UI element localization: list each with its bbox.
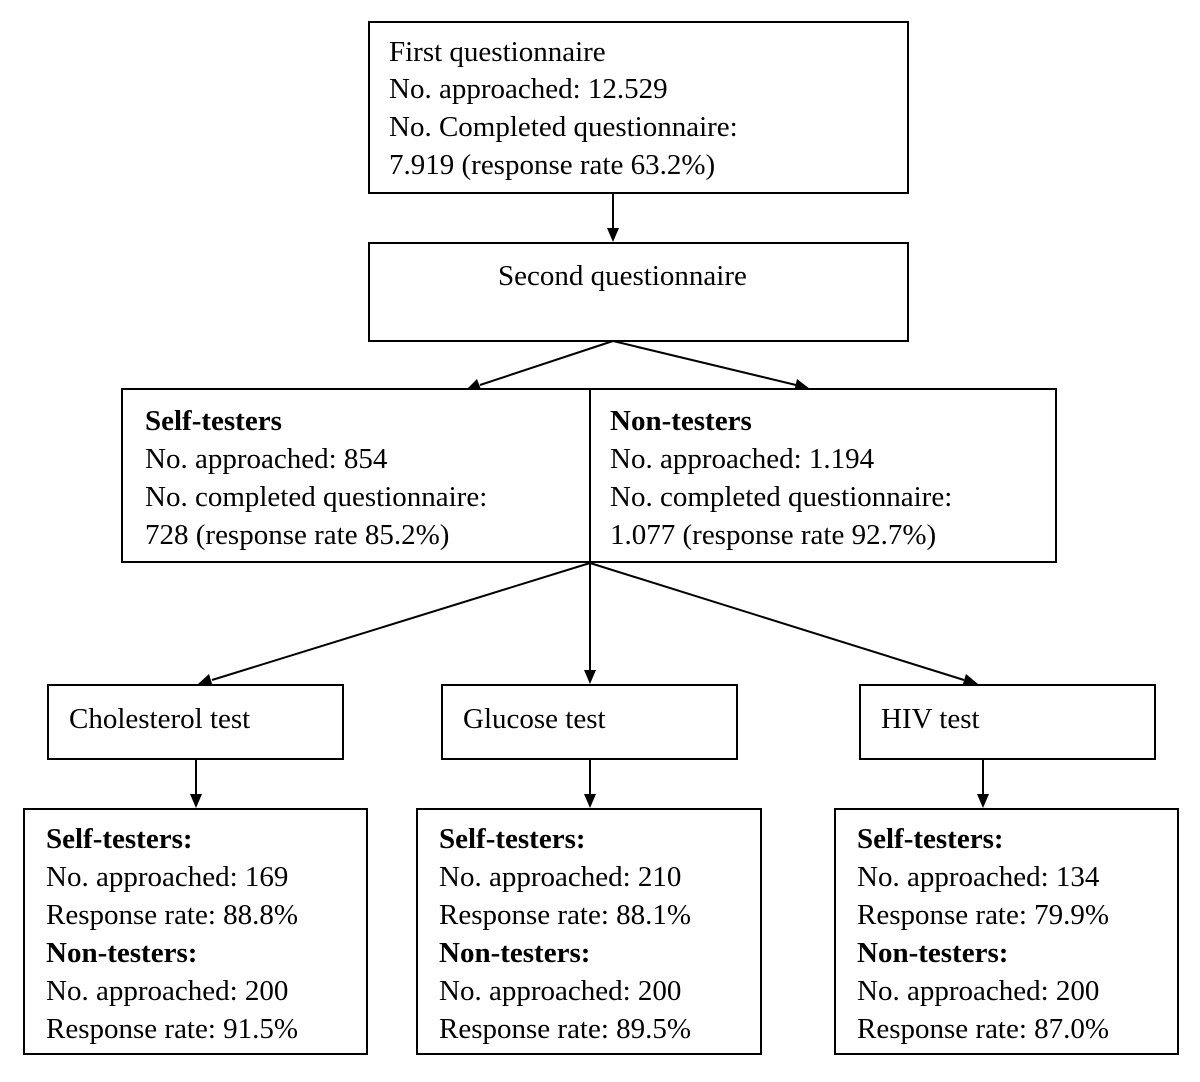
groups-box: Self-testers No. approached: 854 No. com…: [121, 388, 1057, 563]
first-questionnaire-title: First questionnaire: [389, 36, 606, 68]
glucose-test-box: Glucose test: [441, 684, 738, 760]
cholesterol-self-response: Response rate: 88.8%: [46, 899, 299, 931]
first-questionnaire-completed-label: No. Completed questionnaire:: [389, 111, 738, 143]
self-testers-approached: No. approached: 854: [145, 443, 388, 475]
cholesterol-test-label: Cholesterol test: [69, 703, 251, 735]
arrowhead: [190, 794, 202, 808]
glucose-self-response: Response rate: 88.1%: [439, 899, 692, 931]
glucose-self-testers-label: Self-testers:: [439, 823, 586, 855]
arrowhead: [198, 674, 213, 687]
self-testers-completed-label: No. completed questionnaire:: [145, 481, 488, 513]
cholesterol-results-box: Self-testers: No. approached: 169 Respon…: [23, 808, 368, 1055]
non-testers-completed-value: 1.077 (response rate 92.7%): [610, 519, 937, 551]
cholesterol-non-response: Response rate: 91.5%: [46, 1013, 299, 1045]
cholesterol-self-approached: No. approached: 169: [46, 861, 289, 893]
first-questionnaire-box: First questionnaire No. approached: 12.5…: [368, 21, 909, 194]
glucose-non-response: Response rate: 89.5%: [439, 1013, 692, 1045]
hiv-results-box: Self-testers: No. approached: 134 Respon…: [834, 808, 1179, 1055]
cholesterol-non-approached: No. approached: 200: [46, 975, 289, 1007]
hiv-non-response: Response rate: 87.0%: [857, 1013, 1110, 1045]
hiv-self-testers-label: Self-testers:: [857, 823, 1004, 855]
cholesterol-non-testers-label: Non-testers:: [46, 937, 198, 969]
glucose-results-box: Self-testers: No. approached: 210 Respon…: [416, 808, 762, 1055]
glucose-non-testers-label: Non-testers:: [439, 937, 591, 969]
hiv-test-box: HIV test: [859, 684, 1156, 760]
first-questionnaire-completed-value: 7.919 (response rate 63.2%): [389, 149, 716, 181]
second-questionnaire-box: Second questionnaire: [368, 242, 909, 342]
arrowhead: [584, 670, 596, 684]
hiv-non-approached: No. approached: 200: [857, 975, 1100, 1007]
self-testers-title: Self-testers: [145, 405, 282, 437]
arrowhead: [584, 794, 596, 808]
non-testers-approached: No. approached: 1.194: [610, 443, 875, 475]
first-questionnaire-approached: No. approached: 12.529: [389, 73, 668, 105]
cholesterol-self-testers-label: Self-testers:: [46, 823, 193, 855]
self-testers-completed-value: 728 (response rate 85.2%): [145, 519, 450, 551]
arrowhead: [977, 794, 989, 808]
non-testers-title: Non-testers: [610, 405, 752, 437]
hiv-self-approached: No. approached: 134: [857, 861, 1100, 893]
arrow-second-to-non-testers: [612, 340, 797, 386]
glucose-self-approached: No. approached: 210: [439, 861, 682, 893]
arrow-second-to-self-testers: [479, 340, 614, 386]
hiv-test-label: HIV test: [881, 703, 980, 735]
non-testers-completed-label: No. completed questionnaire:: [610, 481, 953, 513]
arrow-groups-to-hiv: [589, 562, 965, 681]
arrow-groups-to-cholesterol: [211, 562, 591, 681]
second-questionnaire-title: Second questionnaire: [498, 260, 747, 292]
glucose-non-approached: No. approached: 200: [439, 975, 682, 1007]
hiv-non-testers-label: Non-testers:: [857, 937, 1009, 969]
cholesterol-test-box: Cholesterol test: [47, 684, 344, 760]
arrowhead: [962, 674, 978, 687]
glucose-test-label: Glucose test: [463, 703, 606, 735]
groups-divider: [589, 390, 591, 561]
hiv-self-response: Response rate: 79.9%: [857, 899, 1110, 931]
arrowhead: [607, 228, 619, 242]
